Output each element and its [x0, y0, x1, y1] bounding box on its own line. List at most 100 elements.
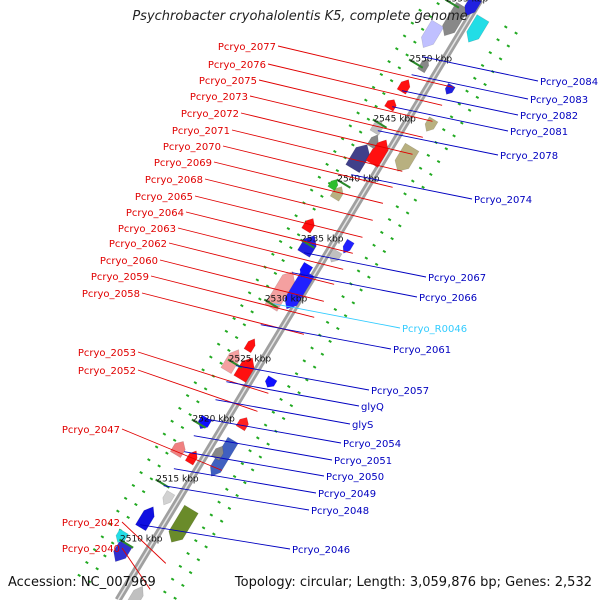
gene-label-left: Pcryo_2052	[78, 366, 136, 377]
gene-label-left: Pcryo_2069	[154, 158, 212, 169]
gene-label-right: Pcryo_2067	[428, 273, 486, 284]
gene-label-right: Pcryo_2048	[311, 506, 369, 517]
gene-feature	[421, 19, 445, 48]
leader-line-right	[411, 74, 529, 100]
ruler-label: 2555 kbp	[446, 0, 489, 4]
gene-label-left: Pcryo_2065	[135, 192, 193, 203]
gene-feature	[169, 441, 186, 459]
leader-line-left	[258, 79, 433, 122]
leader-line-right	[401, 90, 519, 116]
leader-line-left	[267, 63, 443, 106]
ruler-tick	[263, 298, 279, 309]
leader-line-right	[226, 381, 360, 407]
gene-label-left: Pcryo_2042	[62, 518, 120, 529]
gene-feature	[233, 357, 255, 383]
leader-line-left	[194, 195, 363, 238]
gene-label-right: Pcryo_2083	[530, 95, 588, 106]
ruler-tick	[372, 118, 388, 129]
leader-line-left	[150, 275, 315, 318]
leader-line-right	[163, 485, 310, 511]
leader-line-right	[377, 130, 499, 156]
ruler-label: 2525 kbp	[229, 354, 272, 364]
leader-line-left	[204, 178, 373, 221]
leader-line-right	[351, 174, 473, 200]
gene-label-right: Pcryo_2082	[520, 111, 578, 122]
leader-line-right	[392, 106, 509, 132]
gene-arrow	[264, 271, 295, 312]
gene-feature	[396, 79, 411, 95]
gene-label-left: Pcryo_2063	[118, 224, 176, 235]
gene-label-right: Pcryo_2066	[419, 293, 477, 304]
gene-label-left: Pcryo_2070	[163, 142, 221, 153]
ruler-tick	[444, 0, 460, 9]
gene-label-right: Pcryo_2057	[371, 386, 429, 397]
gene-arrow	[464, 0, 483, 17]
ruler-tick	[191, 418, 207, 429]
gene-feature	[417, 58, 430, 74]
leader-line-left	[231, 129, 403, 172]
leader-line-left	[222, 145, 393, 188]
ruler-label: 2520 kbp	[192, 414, 235, 424]
gene-label-right: Pcryo_2078	[500, 151, 558, 162]
gene-label-right: glyS	[352, 420, 373, 431]
genome-summary-text: Topology: circular; Length: 3,059,876 bp…	[234, 575, 592, 590]
gene-label-left: Pcryo_2053	[78, 348, 136, 359]
gene-label-left: Pcryo_2047	[62, 425, 120, 436]
gene-feature	[466, 14, 490, 43]
gene-arrow	[329, 186, 344, 202]
gene-label-right: Pcryo_2061	[393, 345, 451, 356]
gene-arrow	[299, 261, 314, 278]
gene-arrow	[417, 58, 430, 74]
ruler-label: 2515 kbp	[156, 474, 199, 484]
gene-label-left: Pcryo_2060	[100, 256, 158, 267]
gene-feature	[210, 436, 239, 477]
leader-line-left	[185, 211, 353, 254]
gene-feature	[301, 218, 315, 234]
leader-line-right	[215, 399, 351, 425]
leader-line-right	[292, 272, 418, 298]
ruler-label: 2545 kbp	[373, 114, 416, 124]
leader-line-right	[193, 435, 333, 461]
ruler-label: 2510 kbp	[120, 534, 163, 544]
gene-arrow	[168, 504, 199, 543]
gene-label-left: Pcryo_2062	[109, 239, 167, 250]
gene-arrow	[264, 375, 278, 388]
leader-line-left	[168, 242, 335, 285]
gene-label-right: Pcryo_2074	[474, 195, 532, 206]
gene-arrow	[396, 79, 411, 95]
ruler-label: 2550 kbp	[410, 54, 453, 64]
leader-line-right	[184, 451, 325, 477]
gene-label-left: Pcryo_2077	[218, 42, 276, 53]
ruler-tick	[408, 58, 424, 69]
leader-line-left	[277, 45, 454, 88]
gene-label-right: Pcryo_2084	[540, 77, 598, 88]
gene-feature	[126, 585, 144, 600]
gene-label-left: Pcryo_2071	[172, 126, 230, 137]
ruler-label: 2535 kbp	[301, 234, 344, 244]
gene-arrow	[162, 490, 176, 506]
leader-line-right	[203, 418, 342, 444]
gene-arrow	[235, 417, 249, 432]
accession-text: Accession: NC_007969	[8, 575, 156, 590]
leader-line-right	[235, 365, 370, 391]
gene-feature	[264, 375, 278, 388]
gene-feature	[394, 142, 420, 172]
ruler-label: 2530 kbp	[265, 294, 308, 304]
gene-arrow	[345, 144, 371, 174]
leader-line-left	[249, 95, 423, 138]
leader-line-right	[173, 468, 317, 494]
gene-arrow	[466, 14, 490, 43]
gene-label-right: Pcryo_2046	[292, 545, 350, 556]
leader-line-right	[422, 56, 539, 82]
leader-line-left	[213, 161, 384, 204]
tick-track	[87, 0, 443, 584]
gene-label-left: Pcryo_2076	[208, 60, 266, 71]
gene-label-right: glyQ	[361, 402, 384, 413]
leader-line-right	[140, 524, 291, 550]
leader-line-left	[177, 227, 344, 270]
leader-line-left	[159, 259, 324, 302]
gene-arrow	[233, 357, 255, 383]
leader-line-right	[260, 324, 392, 350]
